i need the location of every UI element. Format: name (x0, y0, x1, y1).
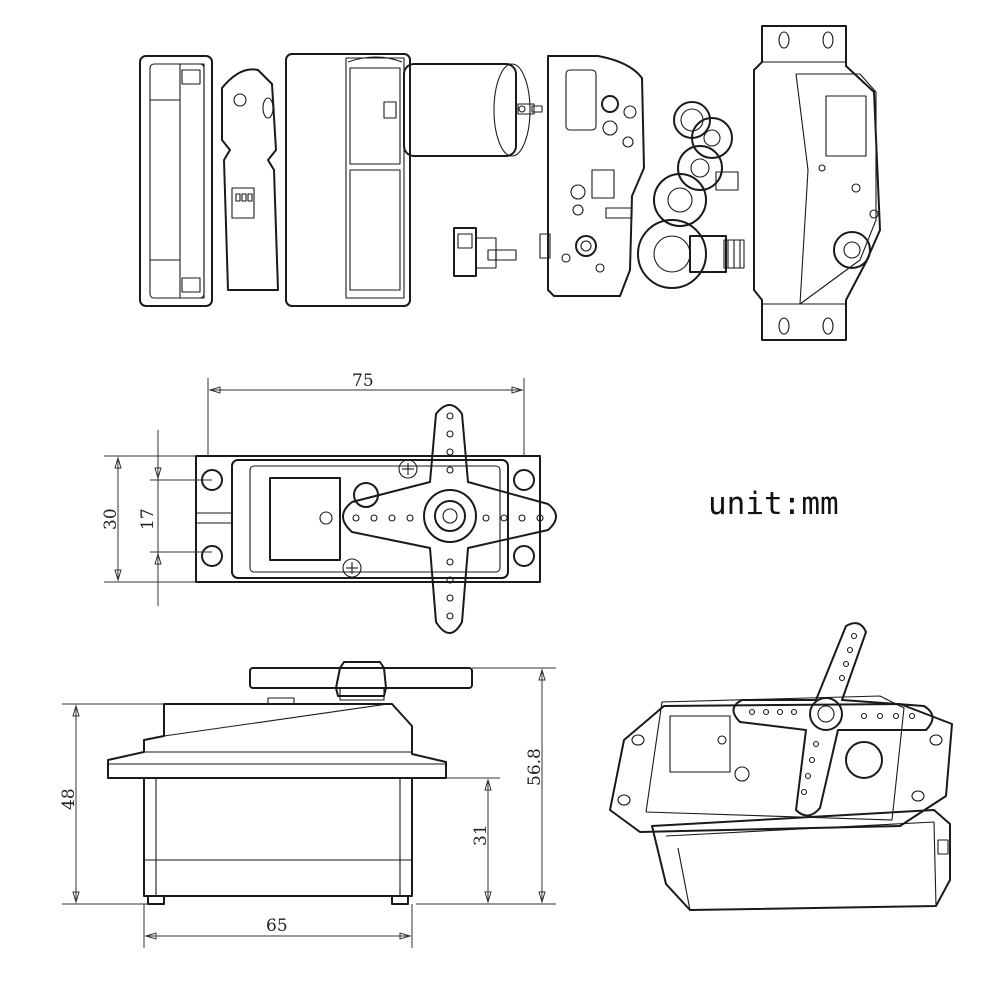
dimension-width-body: 65 (266, 916, 288, 936)
potentiometer (453, 227, 517, 277)
side-view (107, 661, 473, 905)
unit-label: unit:mm (708, 486, 839, 522)
top-view-dimensions (104, 378, 525, 606)
dimension-height-flange: 31 (471, 824, 491, 846)
dimension-height-total: 56.8 (525, 748, 545, 786)
side-view-dimensions (62, 667, 556, 948)
middle-case (285, 53, 411, 307)
gear-housing (539, 55, 645, 297)
top-view (195, 404, 557, 634)
exploded-view (139, 25, 881, 341)
top-case (753, 25, 881, 341)
motor (403, 63, 543, 157)
dimension-height-outer: 30 (101, 508, 121, 530)
bottom-cover (139, 55, 213, 307)
isometric-view (609, 622, 953, 911)
dimension-height-body: 48 (59, 788, 79, 810)
dimension-height-inner: 17 (138, 508, 158, 530)
gear-train (637, 101, 745, 289)
dimension-width-top: 75 (352, 371, 374, 391)
circuit-board (221, 68, 279, 291)
